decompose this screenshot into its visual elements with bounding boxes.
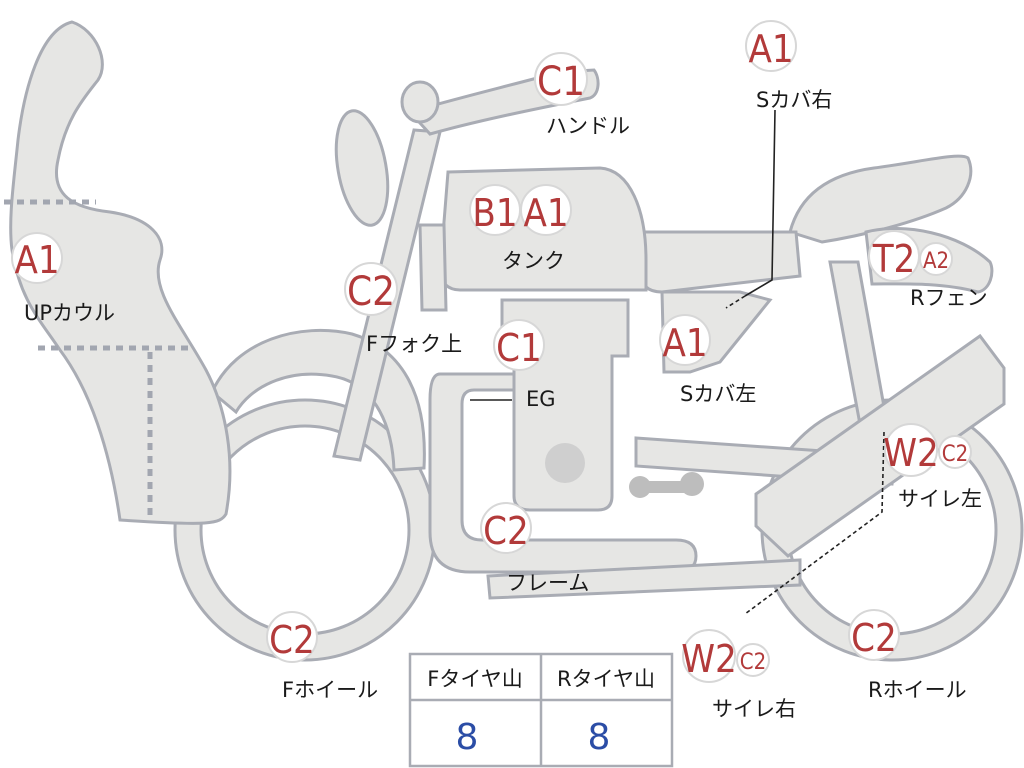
badge-muffler-left-w2: W2 — [883, 423, 939, 477]
badge-muffler-right-c2: C2 — [736, 643, 770, 677]
leader-side-cover-right-dash — [725, 295, 746, 309]
badge-side-cover-right-a1: A1 — [745, 20, 797, 72]
badge-tank-a1: A1 — [520, 184, 572, 236]
badge-r-fender-a2: A2 — [919, 242, 953, 276]
annotation-handle: C1 ハンドル — [534, 52, 630, 138]
label-muffler-right: サイレ右 — [712, 697, 796, 721]
leader-side-cover-right — [744, 109, 776, 297]
table-header-front-tread: Fタイヤ山 — [427, 667, 522, 691]
table-value-front-tread: 8 — [456, 717, 479, 758]
annotation-side-cover-left: A1 Sカバ左 — [659, 314, 756, 406]
svg-text:C2: C2 — [483, 509, 529, 553]
label-side-cover-left: Sカバ左 — [680, 382, 756, 406]
badge-r-fender-t2: T2 — [868, 230, 920, 282]
label-f-fork-upper: Fフォク上 — [366, 332, 462, 356]
badge-f-fork-c2: C2 — [344, 262, 398, 316]
annotation-muffler-right: W2 C2 サイレ右 — [681, 629, 796, 721]
svg-text:W2: W2 — [883, 431, 939, 475]
svg-text:A1: A1 — [14, 238, 59, 282]
badge-up-cowl-a1: A1 — [11, 232, 63, 284]
badge-f-wheel-c2: C2 — [266, 611, 318, 663]
label-side-cover-right: Sカバ右 — [756, 88, 832, 112]
annotation-engine: C1 EG — [493, 319, 556, 411]
muffler-shape — [754, 333, 1006, 558]
svg-text:W2: W2 — [681, 637, 737, 681]
svg-text:C2: C2 — [740, 650, 766, 675]
tire-tread-table: Fタイヤ山 Rタイヤ山 8 8 — [408, 652, 674, 768]
badge-tank-b1: B1 — [469, 184, 521, 236]
svg-text:A1: A1 — [662, 321, 707, 365]
table-value-rear-tread: 8 — [588, 717, 611, 758]
annotation-r-wheel: C2 Rホイール — [848, 609, 967, 702]
svg-text:A1: A1 — [748, 27, 793, 71]
leader-muffler-left — [744, 431, 885, 615]
badge-side-cover-left-a1: A1 — [659, 314, 711, 366]
label-handle: ハンドル — [546, 114, 630, 138]
annotation-muffler-left: W2 C2 サイレ左 — [883, 423, 982, 511]
label-muffler-left: サイレ左 — [898, 487, 982, 511]
badge-engine-c1: C1 — [493, 319, 545, 371]
svg-text:C2: C2 — [851, 616, 897, 660]
svg-text:A1: A1 — [523, 191, 568, 235]
label-tank: タンク — [502, 249, 565, 273]
engine-cover-circle — [545, 443, 585, 483]
annotation-up-cowl: A1 UPカウル — [11, 232, 115, 325]
label-up-cowl: UPカウル — [24, 301, 115, 325]
table-header-rear-tread: Rタイヤ山 — [557, 667, 655, 691]
svg-text:C1: C1 — [496, 326, 542, 370]
svg-text:A2: A2 — [923, 249, 949, 274]
svg-text:C2: C2 — [347, 269, 395, 315]
annotation-f-fork-upper: C2 Fフォク上 — [344, 262, 462, 356]
svg-text:C2: C2 — [269, 618, 315, 662]
badge-muffler-right-w2: W2 — [681, 629, 737, 683]
label-r-fender: Rフェン — [910, 286, 988, 310]
svg-text:C2: C2 — [942, 442, 968, 467]
svg-text:B1: B1 — [472, 191, 517, 235]
annotation-tank: B1 A1 タンク — [469, 184, 572, 273]
label-f-wheel: Fホイール — [282, 678, 378, 702]
headlight-shape — [334, 109, 390, 227]
annotation-frame: C2 フレーム — [480, 502, 589, 595]
up-cowl-shape — [9, 20, 232, 525]
svg-text:C1: C1 — [537, 59, 585, 105]
annotation-side-cover-right: A1 Sカバ右 — [745, 20, 832, 112]
label-r-wheel: Rホイール — [868, 678, 967, 702]
svg-text:T2: T2 — [872, 237, 916, 281]
badge-r-wheel-c2: C2 — [848, 609, 900, 661]
label-frame: フレーム — [506, 571, 589, 595]
annotation-f-wheel: C2 Fホイール — [266, 611, 378, 702]
badge-handle-c1: C1 — [534, 52, 588, 106]
label-engine: EG — [526, 387, 556, 411]
annotation-r-fender: T2 A2 Rフェン — [868, 230, 988, 310]
frame-shape — [428, 372, 698, 574]
badge-frame-c2: C2 — [480, 502, 532, 554]
badge-muffler-left-c2: C2 — [938, 435, 972, 469]
